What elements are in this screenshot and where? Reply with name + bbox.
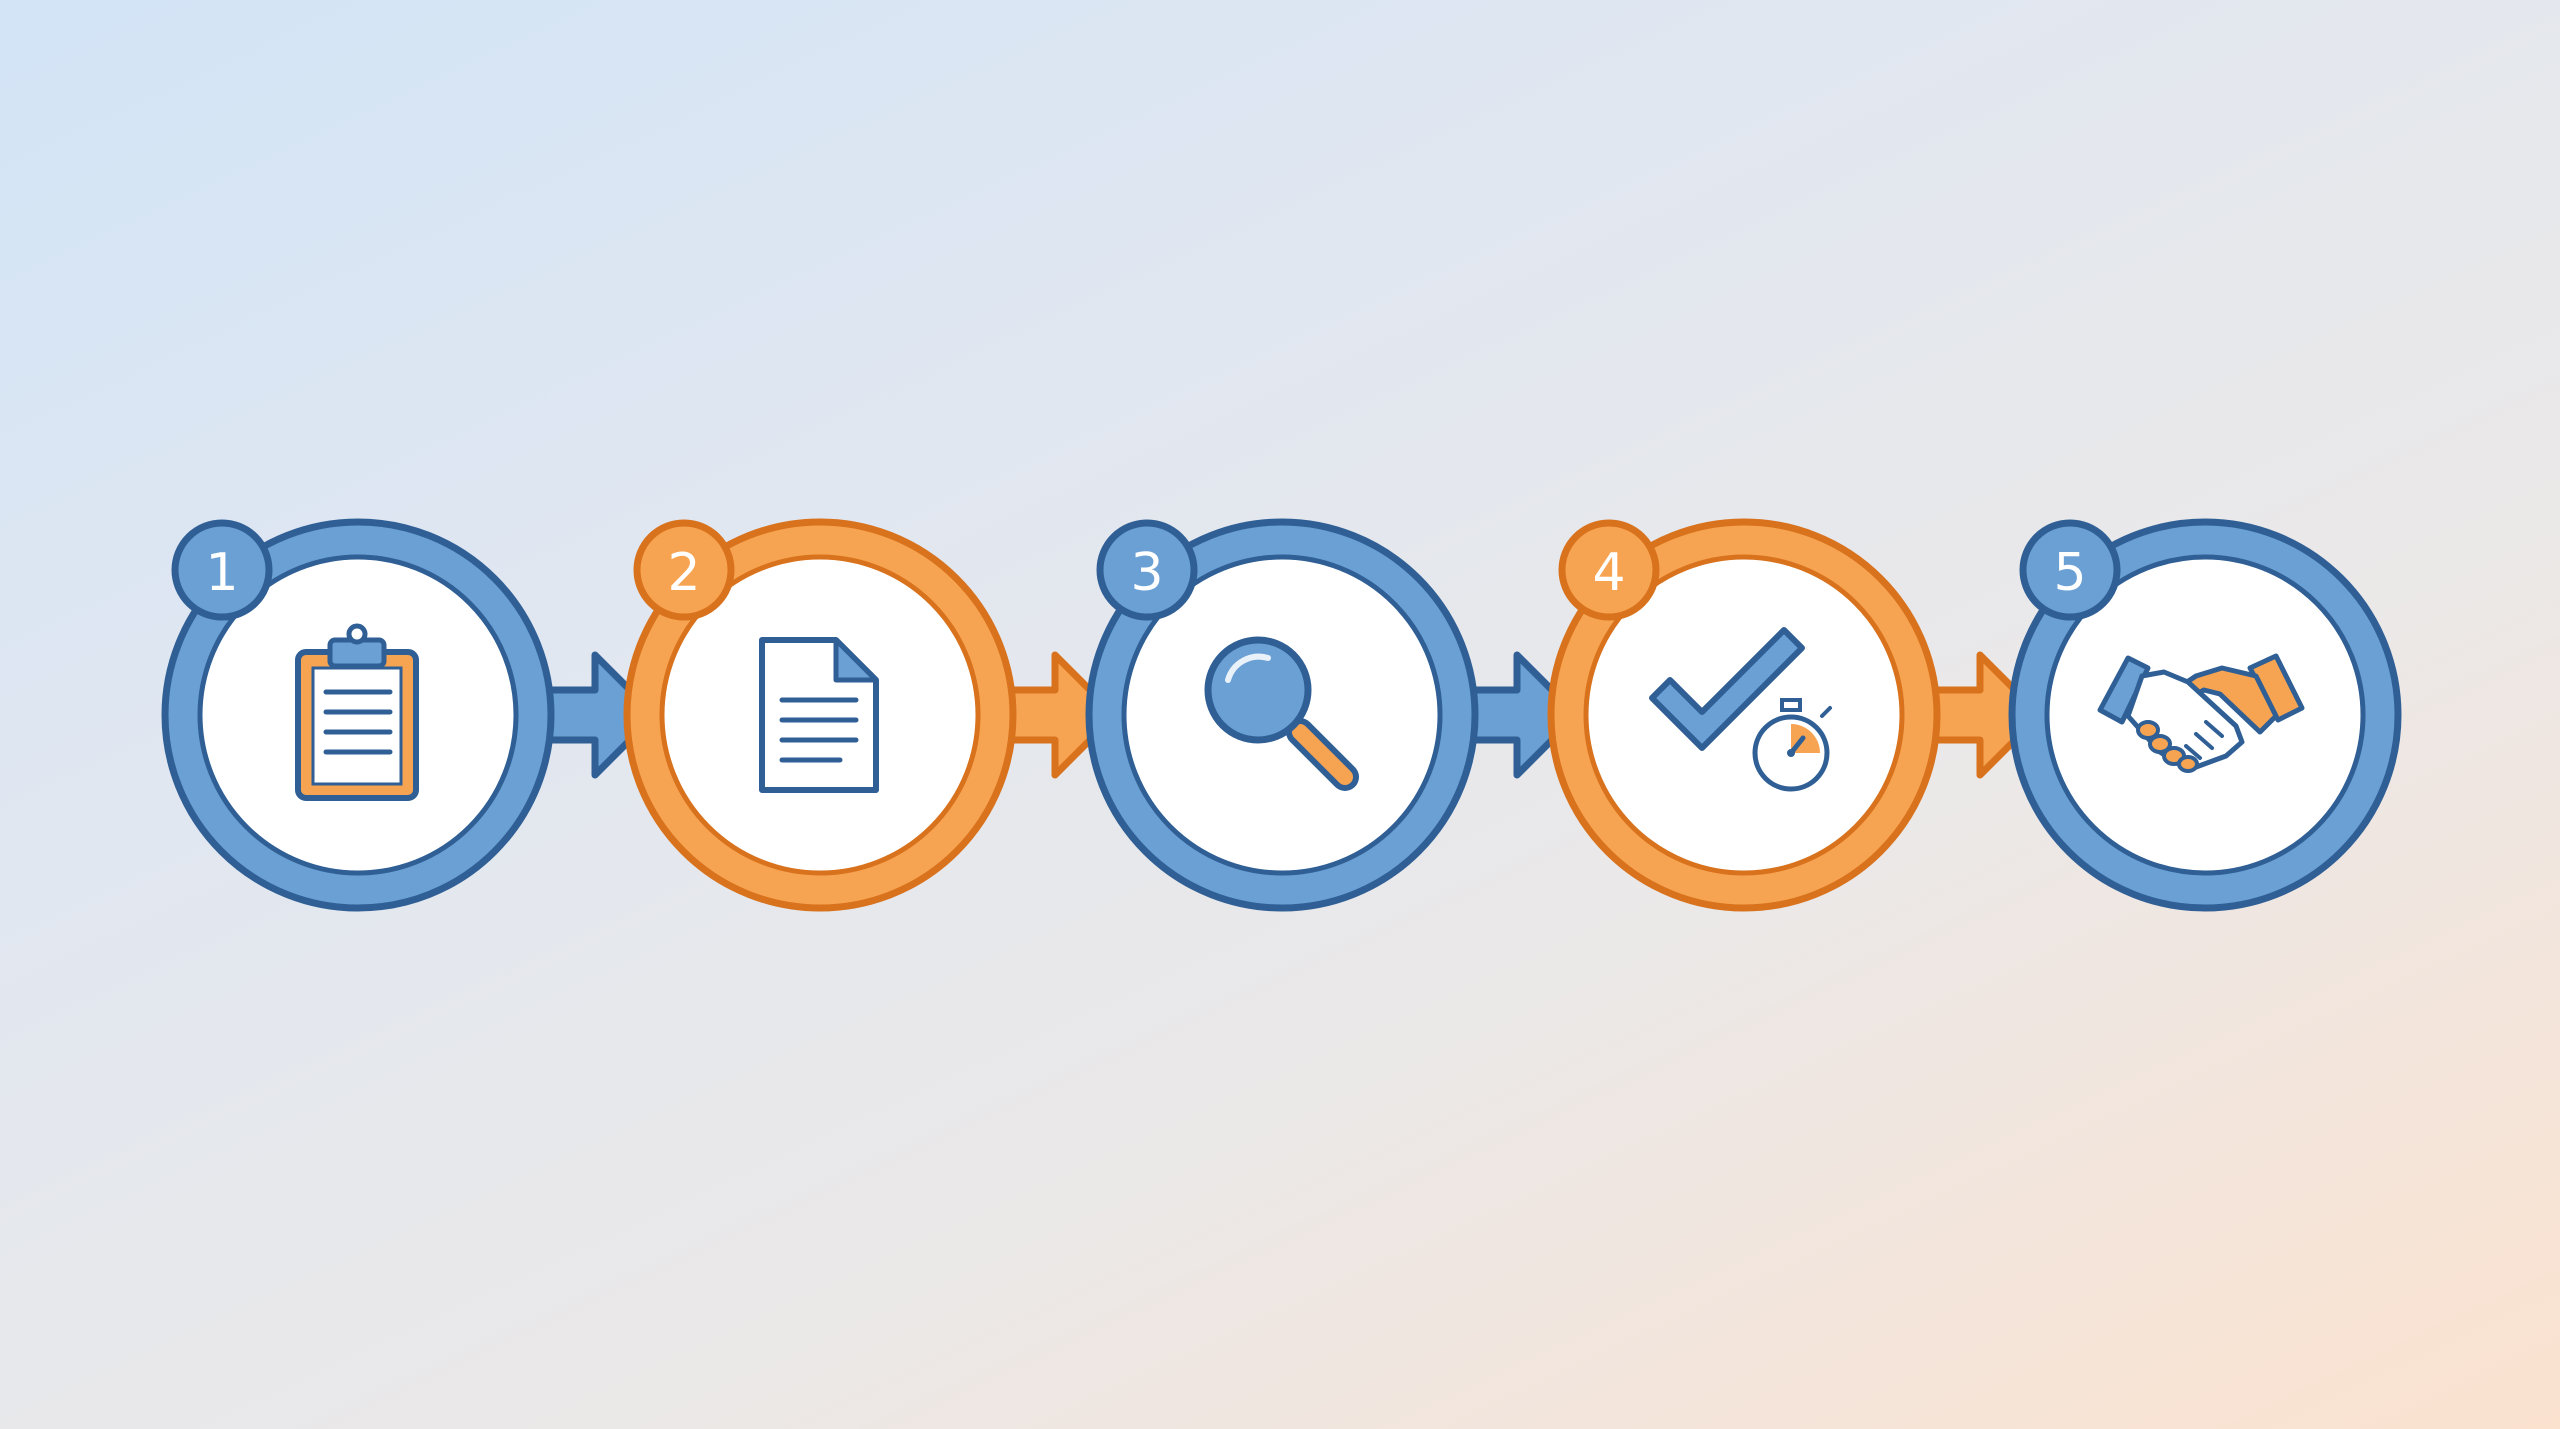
step-3-number: 3 [1130,543,1163,603]
step-2: 2 [623,518,1017,912]
step-5: 5 [2008,518,2402,912]
stopwatch-icon [1752,698,1832,792]
step-4-number: 4 [1592,543,1625,603]
step-4-badge: 4 [1558,519,1660,621]
magnifier-icon [1204,636,1359,791]
step-3: 3 [1085,518,1479,912]
checkmark-icon [1649,627,1805,751]
step-4-inner [1583,554,1905,876]
step-1-badge: 1 [171,519,273,621]
clipboard-icon [295,623,419,801]
step-5-badge: 5 [2019,519,2121,621]
step-1-number: 1 [205,543,238,603]
step-3-badge: 3 [1096,519,1198,621]
document-icon [759,637,879,793]
step-2-number: 2 [667,543,700,603]
step-2-badge: 2 [633,519,735,621]
step-1: 1 [161,518,555,912]
handshake-icon [2097,653,2305,773]
step-4: 4 [1547,518,1941,912]
step-5-number: 5 [2053,543,2086,603]
